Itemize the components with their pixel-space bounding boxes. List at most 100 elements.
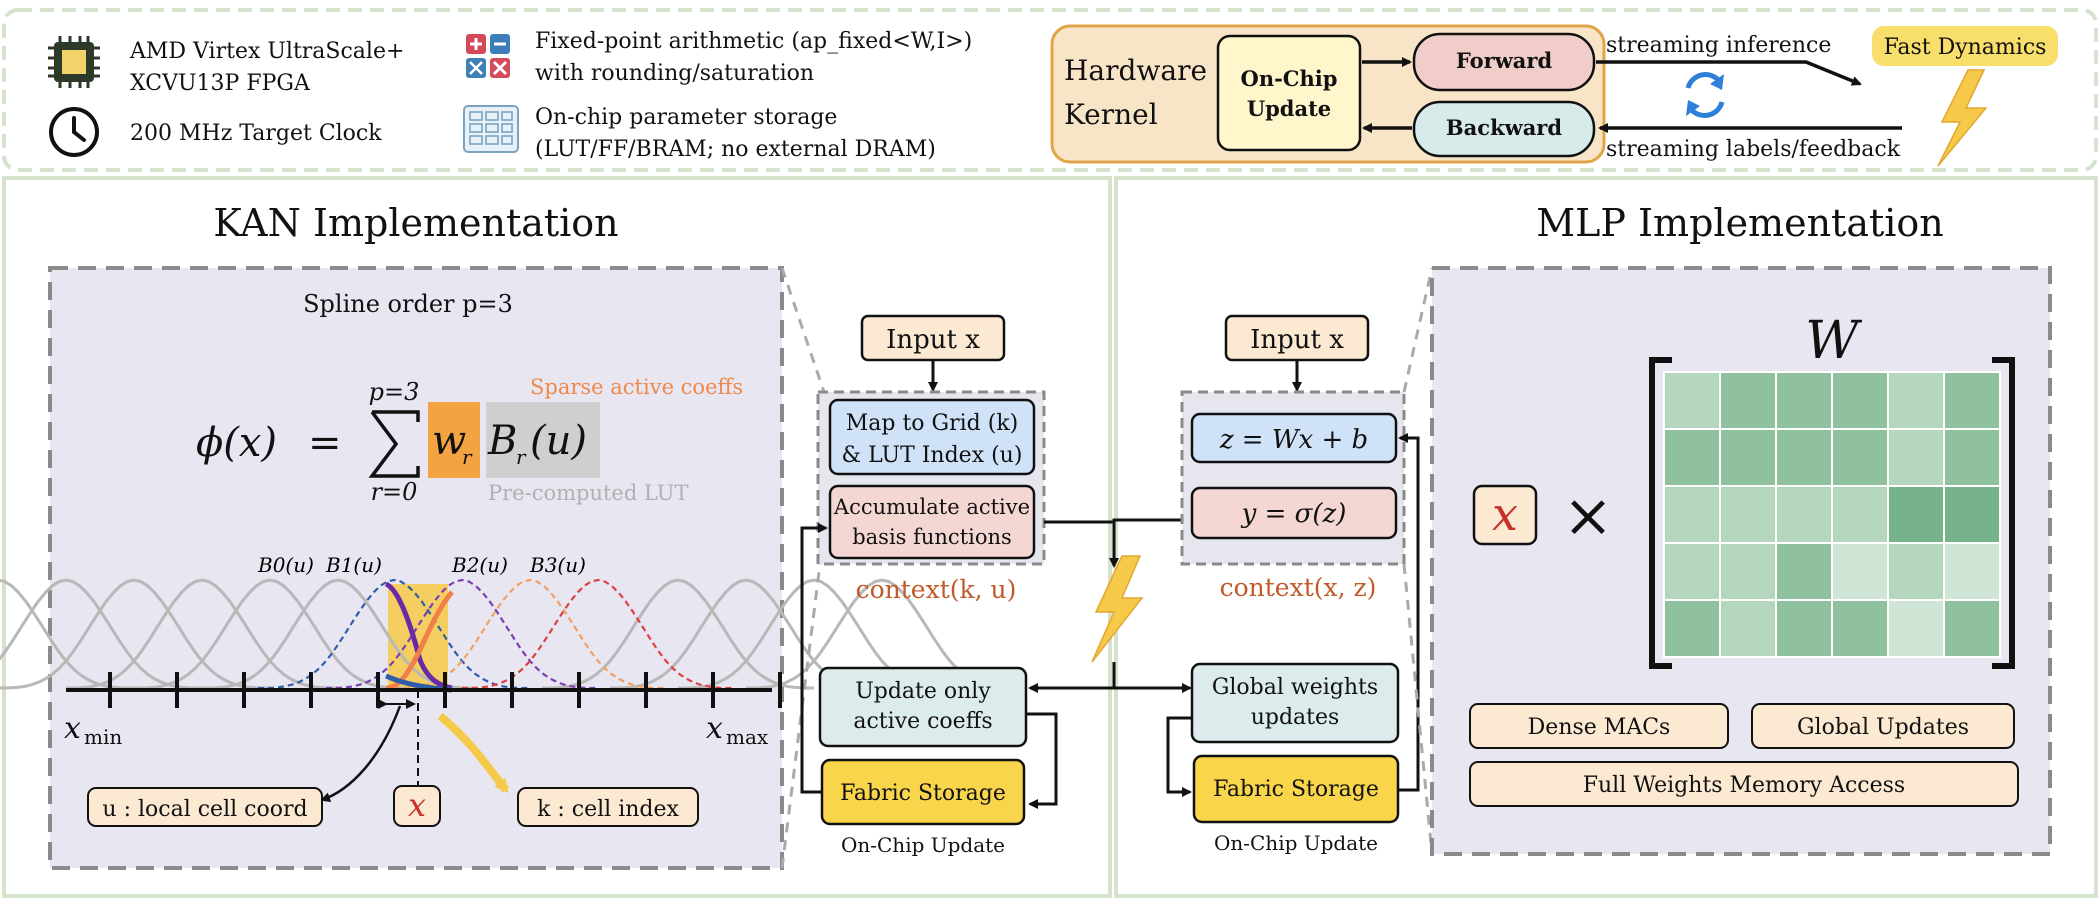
matrix-right-bracket bbox=[1992, 357, 2015, 669]
update-coeffs-box bbox=[818, 666, 1028, 748]
global-weights-line2: updates bbox=[1251, 705, 1340, 730]
global-updates-label: Global Updates bbox=[1797, 715, 1969, 740]
matrix-cell bbox=[1887, 485, 1945, 544]
kernel-title-line2: Kernel bbox=[1064, 98, 1158, 131]
formula-w: w bbox=[432, 418, 466, 464]
fixed-point-line1: Fixed-point arithmetic (ap_fixed<W,I>) bbox=[535, 29, 972, 54]
matrix-cell bbox=[1775, 485, 1833, 544]
fpga-label-line1: AMD Virtex UltraScale+ bbox=[129, 39, 404, 64]
global-weights-box bbox=[1190, 662, 1400, 744]
sum-lower-limit: r=0 bbox=[371, 478, 418, 506]
weight-matrix-label: W bbox=[1805, 311, 1862, 371]
matrix-cell bbox=[1663, 371, 1721, 430]
kan-fabric-label: Fabric Storage bbox=[840, 781, 1006, 806]
arithmetic-icon bbox=[466, 34, 510, 78]
matrix-cell bbox=[1775, 599, 1833, 658]
accumulate-box bbox=[828, 484, 1036, 560]
times-symbol: × bbox=[1563, 481, 1613, 551]
matrix-cell bbox=[1775, 371, 1833, 430]
fpga-chip-icon bbox=[48, 36, 100, 88]
matrix-cell bbox=[1719, 599, 1777, 658]
active-b1-segment bbox=[384, 581, 453, 691]
local-cell-label: u : local cell coord bbox=[102, 797, 307, 822]
matrix-cell bbox=[1831, 428, 1889, 487]
fast-dynamics-label: Fast Dynamics bbox=[1884, 35, 2047, 60]
weight-matrix-grid bbox=[1663, 371, 2001, 658]
matrix-cell bbox=[1719, 428, 1777, 487]
matrix-cell bbox=[1943, 599, 2001, 658]
zoom-line-right-top bbox=[1402, 267, 1434, 393]
forward-label: Forward bbox=[1456, 48, 1553, 73]
refresh-icon bbox=[1685, 72, 1725, 118]
lut-highlight bbox=[486, 402, 600, 478]
mlp-onchip-label: On-Chip Update bbox=[1214, 831, 1378, 855]
matrix-cell bbox=[1887, 599, 1945, 658]
sum-upper-limit: p=3 bbox=[369, 378, 420, 406]
sparse-coeffs-label: Sparse active coeffs bbox=[530, 375, 743, 399]
zoom-line-right-bottom bbox=[1402, 563, 1434, 855]
arrow-fabric-to-z bbox=[1398, 433, 1420, 792]
full-weights-box bbox=[1469, 761, 2019, 807]
dense-macs-box bbox=[1469, 703, 1729, 749]
z-equation: z = Wx + b bbox=[1219, 425, 1368, 455]
background-basis-curve bbox=[542, 578, 814, 690]
xmin-label: x bbox=[64, 711, 81, 746]
kan-input-label: Input x bbox=[886, 325, 980, 355]
basis-b1-curve bbox=[326, 578, 598, 690]
fpga-label-line2: XCVU13P FPGA bbox=[130, 71, 311, 96]
sum-symbol bbox=[368, 410, 420, 478]
matrix-cell bbox=[1887, 542, 1945, 601]
y-equation-box bbox=[1190, 486, 1398, 540]
basis-b2-curve bbox=[394, 578, 666, 690]
fast-dynamics-badge bbox=[1872, 26, 2058, 66]
arrow-global-to-fabric bbox=[1166, 716, 1192, 797]
basis-b3-curve bbox=[462, 578, 734, 690]
backward-label: Backward bbox=[1446, 115, 1562, 140]
clock-icon bbox=[49, 107, 99, 157]
matrix-cell bbox=[1943, 428, 2001, 487]
formula-b-arg: (u) bbox=[530, 418, 587, 464]
memory-icon bbox=[463, 105, 519, 153]
matrix-cell bbox=[1831, 542, 1889, 601]
arrow-to-cell-index bbox=[437, 712, 510, 794]
mlp-x-box bbox=[1472, 484, 1538, 546]
formula-w-sub: r bbox=[462, 445, 473, 469]
backward-box bbox=[1412, 100, 1596, 158]
kan-title: KAN Implementation bbox=[213, 201, 618, 245]
matrix-cell bbox=[1943, 371, 2001, 430]
background-basis-curve bbox=[134, 578, 406, 690]
xmin-sub: min bbox=[84, 725, 122, 749]
arrow-update-to-fabric bbox=[1026, 712, 1058, 809]
matrix-cell bbox=[1663, 428, 1721, 487]
onchip-update-box bbox=[1216, 34, 1362, 152]
basis-b0-curve bbox=[258, 578, 530, 690]
storage-line1: On-chip parameter storage bbox=[535, 105, 837, 130]
background-basis-curve bbox=[202, 578, 474, 690]
y-equation: y = σ(z) bbox=[1241, 499, 1347, 529]
full-weights-label: Full Weights Memory Access bbox=[1583, 773, 1905, 798]
accumulate-line2: basis functions bbox=[852, 525, 1012, 549]
background-basis-curve bbox=[0, 578, 202, 690]
kan-spline-panel bbox=[48, 266, 784, 870]
mlp-context-label: context(x, z) bbox=[1220, 573, 1377, 602]
cell-index-label: k : cell index bbox=[537, 797, 679, 822]
basis-b0-label: B0(u) bbox=[257, 553, 314, 577]
matrix-cell bbox=[1719, 485, 1777, 544]
matrix-cell bbox=[1887, 371, 1945, 430]
x-marker-label: x bbox=[408, 786, 426, 824]
header-frame bbox=[2, 8, 2098, 172]
central-lightning-icon bbox=[1091, 555, 1144, 663]
xmax-label: x bbox=[706, 711, 723, 746]
matrix-cell bbox=[1831, 599, 1889, 658]
spline-order-label: Spline order p=3 bbox=[303, 290, 513, 318]
streaming-inference-label: streaming inference bbox=[1606, 33, 1831, 58]
matrix-cell bbox=[1943, 542, 2001, 601]
cell-index-box bbox=[517, 787, 699, 827]
mlp-title: MLP Implementation bbox=[1536, 201, 1944, 245]
update-coeffs-line2: active coeffs bbox=[853, 709, 992, 734]
basis-b1-label: B1(u) bbox=[325, 553, 382, 577]
dense-macs-label: Dense MACs bbox=[1528, 715, 1671, 740]
kan-context-label: context(k, u) bbox=[856, 575, 1017, 604]
basis-b3-label: B3(u) bbox=[529, 553, 586, 577]
